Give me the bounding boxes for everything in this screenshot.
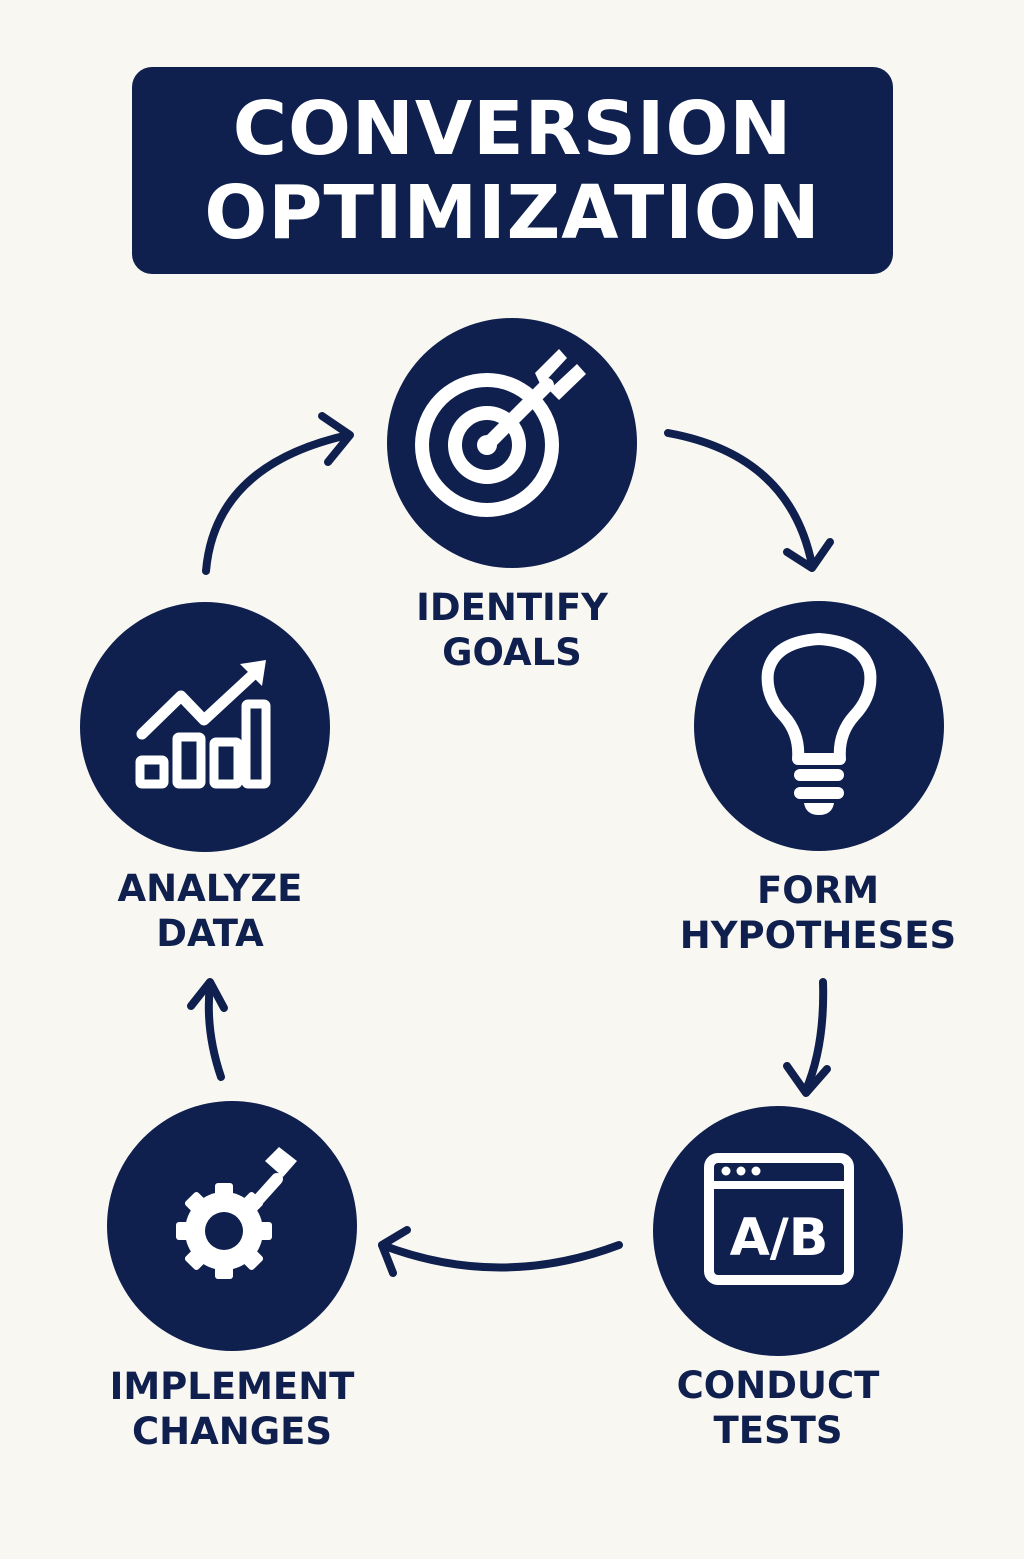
arrow-goals-to-hypotheses (664, 429, 834, 572)
arrow-hypotheses-to-tests (783, 978, 831, 1097)
identify-goals-label: IDENTIFY GOALS (352, 585, 672, 675)
identify-goals-circle (387, 318, 637, 568)
ab-test-label: A/B (730, 1208, 829, 1268)
target-arrow-icon (415, 349, 586, 517)
ab-test-window-icon: A/B (704, 1153, 854, 1285)
identify-goals-label-line-2: GOALS (442, 631, 582, 674)
gear-icon (176, 1147, 297, 1279)
title-banner: CONVERSION OPTIMIZATION (132, 67, 893, 274)
form-hypotheses-label-line-1: FORM (756, 869, 880, 912)
lightbulb-icon (761, 633, 877, 815)
form-hypotheses-label-line-2: HYPOTHESES (679, 914, 957, 957)
implement-changes-circle (107, 1101, 357, 1351)
title-line-2: OPTIMIZATION (204, 169, 821, 256)
conduct-tests-label-line-1: CONDUCT (676, 1364, 880, 1407)
analyze-data-label-line-2: DATA (156, 912, 264, 955)
growth-chart-icon (135, 660, 271, 789)
analyze-data-label: ANALYZE DATA (50, 866, 370, 956)
arrow-changes-to-data (187, 978, 228, 1081)
arrow-data-to-goals (202, 412, 354, 575)
form-hypotheses-circle (694, 601, 944, 851)
implement-changes-label-line-1: IMPLEMENT (109, 1365, 355, 1408)
conduct-tests-label: CONDUCT TESTS (618, 1363, 938, 1453)
form-hypotheses-label: FORM HYPOTHESES (658, 868, 978, 958)
analyze-data-label-line-1: ANALYZE (117, 867, 303, 910)
arrow-tests-to-changes (378, 1226, 623, 1277)
conduct-tests-circle: A/B (653, 1106, 903, 1356)
implement-changes-label: IMPLEMENT CHANGES (72, 1364, 392, 1454)
identify-goals-label-line-1: IDENTIFY (416, 586, 608, 629)
analyze-data-circle (80, 602, 330, 852)
implement-changes-label-line-2: CHANGES (131, 1410, 332, 1453)
title-line-1: CONVERSION (232, 85, 793, 172)
conduct-tests-label-line-2: TESTS (713, 1409, 843, 1452)
